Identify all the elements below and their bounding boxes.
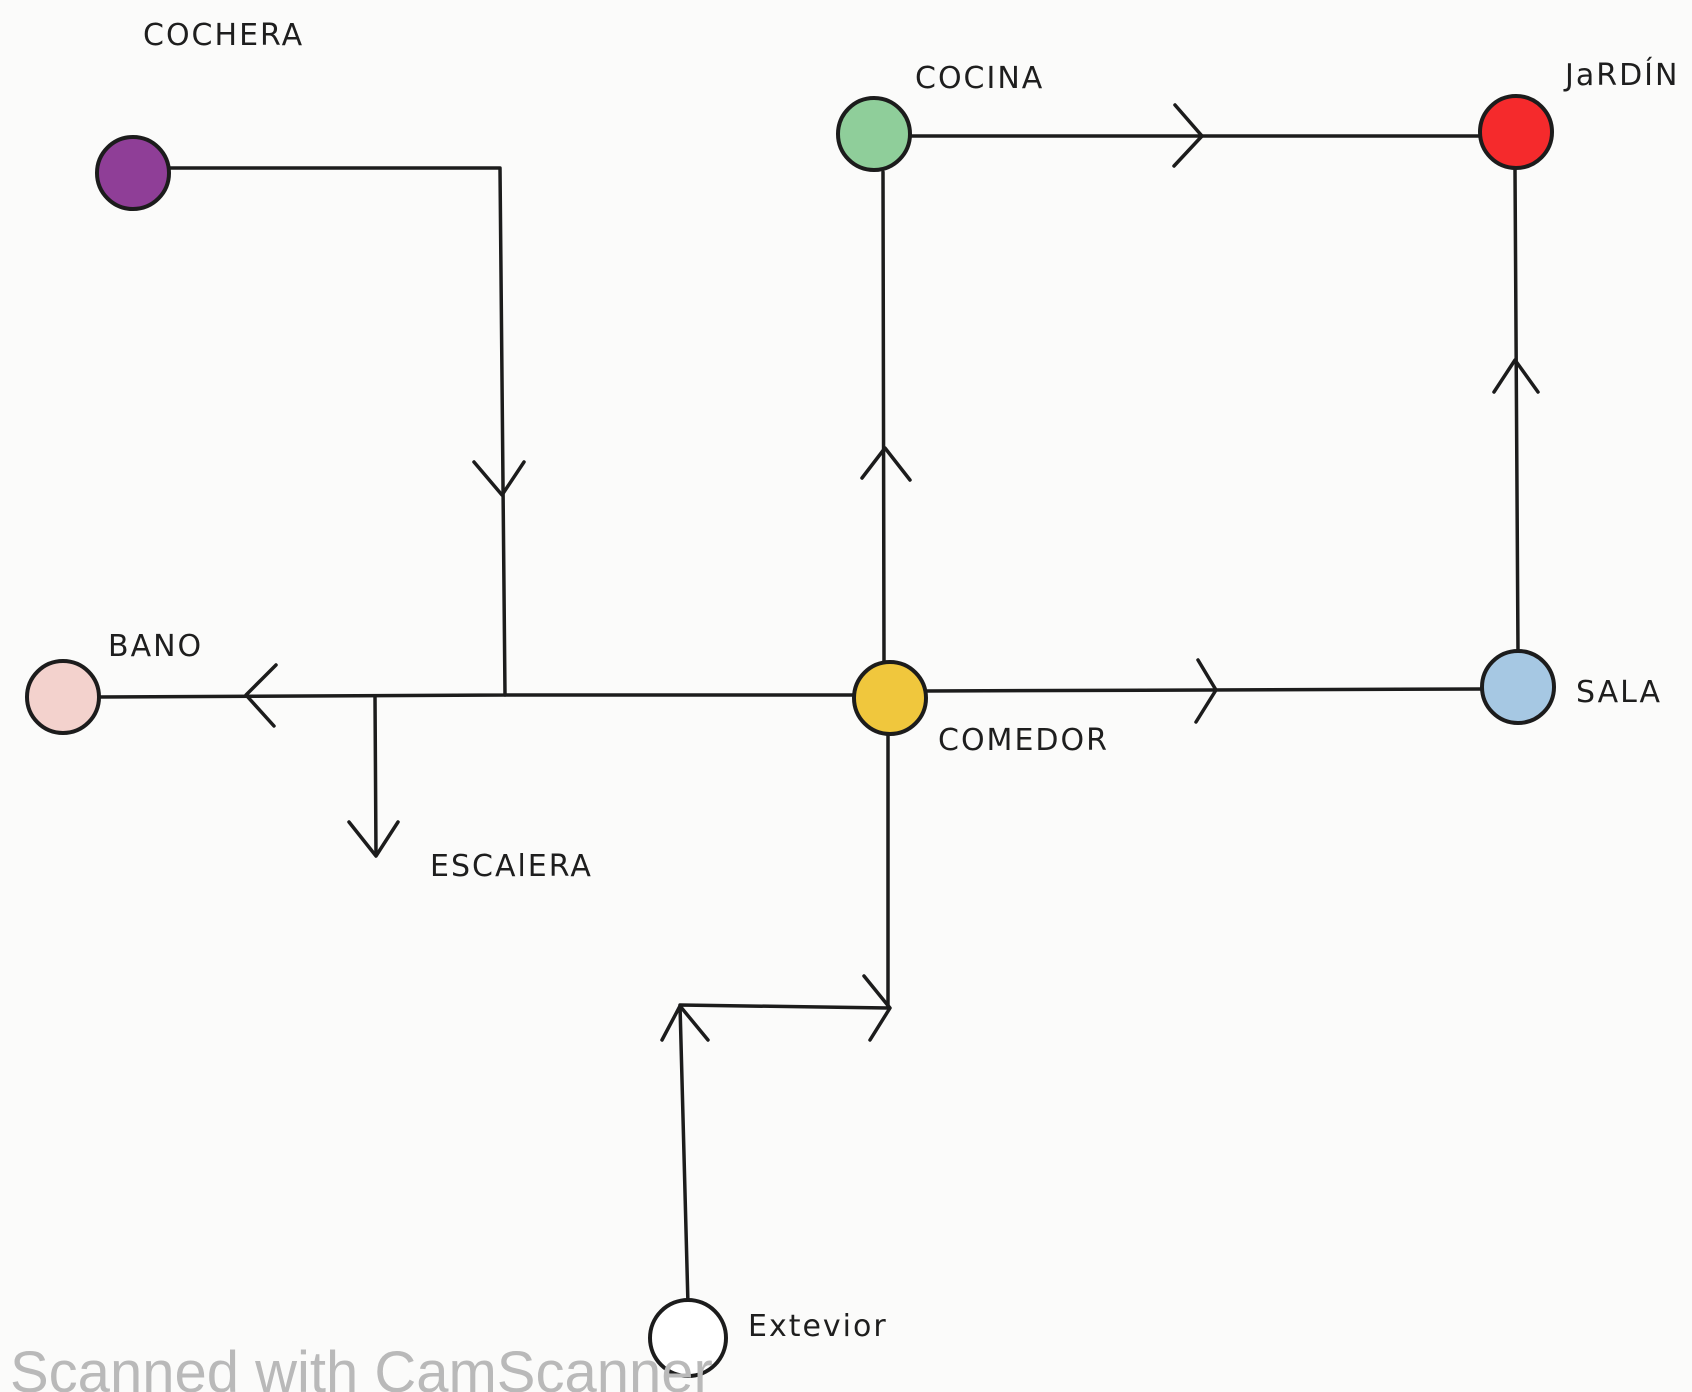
edge-cochera-bano [96,166,507,699]
arrow-down-cochera-line [472,460,526,497]
label-exterior: Extevior [748,1309,888,1344]
node-jardin [1478,94,1554,170]
arrow-left-to-bano [244,663,278,728]
labels: COCHERA COCINA JaRDÍN BANO COMEDOR SALA … [108,18,1679,1344]
node-comedor [852,660,928,736]
nodes [25,94,1556,1378]
node-cochera [95,135,171,211]
node-cocina [836,96,912,172]
node-sala [1480,649,1556,725]
arrow-right-to-jardin [1172,103,1204,168]
edges [96,134,1520,1307]
arrowheads [244,103,1540,1042]
arrow-up-to-cocina [860,446,912,482]
label-bano: BANO [108,629,203,664]
edge-comedor-escalera [373,695,378,857]
watermark-text: Scanned with CamScanner [10,1340,713,1392]
node-bano [25,659,101,735]
label-comedor: COMEDOR [938,723,1109,758]
arrow-down-to-escalera [347,820,400,858]
label-cocina: COCINA [915,61,1044,96]
node-exterior [648,1298,728,1378]
edge-comedor-cocina [881,170,886,664]
edge-exterior-comedor [678,728,890,1307]
label-escalera: ESCAlERA [430,849,593,884]
label-sala: SALA [1576,675,1662,710]
edge-sala-jardin [1513,168,1520,654]
arrow-up-from-exterior [660,1004,710,1042]
arrow-up-to-jardin [1492,358,1540,394]
arrow-right-to-sala [1194,658,1218,724]
arrow-right-to-comedor-path [862,974,892,1042]
edge-comedor-sala [923,687,1484,693]
label-jardin: JaRDÍN [1563,57,1679,93]
label-cochera: COCHERA [143,18,304,53]
